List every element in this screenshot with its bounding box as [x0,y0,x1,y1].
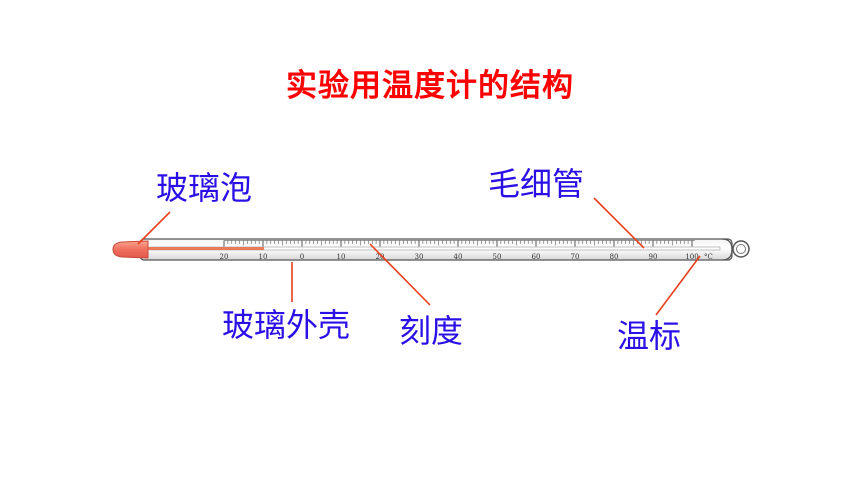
scale-number: 90 [649,253,658,261]
label-scale: 刻度 [399,312,464,350]
label-shell: 玻璃外壳 [222,306,351,344]
scale-number: 0 [300,253,304,261]
scale-number: 100 [685,253,698,261]
leader-line-bulb [137,211,171,245]
leader-line-unit [655,255,701,316]
scale-number: 20 [220,253,229,261]
page-title: 实验用温度计的结构 [286,68,574,104]
label-bulb: 玻璃泡 [156,169,253,207]
scale-number: 70 [571,253,580,261]
scale-number: 60 [532,253,541,261]
scale-number: 50 [493,253,502,261]
scale-number: 80 [610,253,619,261]
scale-number: 20 [376,253,385,261]
label-capillary: 毛细管 [488,165,585,203]
scale-number: 10 [337,253,346,261]
liquid-column [148,247,264,250]
unit-symbol: °C [704,253,713,261]
label-unit: 温标 [617,317,682,355]
scale-number: 40 [454,253,463,261]
hanging-ring [732,240,750,258]
leader-line-capillary [593,197,645,249]
scale-number: 30 [415,253,424,261]
leader-line-scale [369,243,431,306]
shell-end-cap [721,238,733,261]
glass-bulb [112,240,149,259]
scale-ticks [223,240,695,247]
scale-numbers: 20 10 0 10 20 30 40 50 60 70 80 90 100 °… [220,253,713,261]
leader-lines [137,197,701,316]
scale-number: 10 [259,253,268,261]
hanging-ring-inner [736,244,746,254]
